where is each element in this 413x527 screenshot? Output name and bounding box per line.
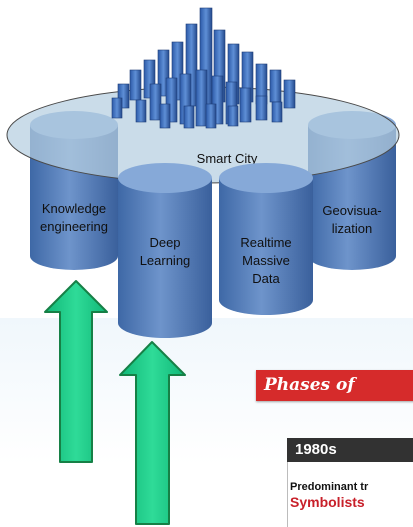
pillar-realtime-label-line2: Massive	[242, 253, 290, 268]
phase-title-banner	[256, 370, 413, 401]
smart-city-label: Smart City	[197, 151, 258, 166]
pillar-deep-learning-label-line2: Learning	[140, 253, 191, 268]
pillar-deep-learning-label-line1: Deep	[149, 235, 180, 250]
up-arrow-icon	[44, 280, 108, 463]
city-skyline-bars	[111, 7, 296, 129]
pillar-knowledge-label-line1: Knowledge	[42, 201, 106, 216]
pillar-knowledge-label-line2: engineering	[40, 219, 108, 234]
phase-title: Phases of	[264, 375, 355, 395]
pillar-deep-learning	[118, 163, 212, 338]
pillar-realtime-label-line3: Data	[252, 271, 280, 286]
trend-label: Predominant tr	[290, 481, 369, 493]
decade-label: 1980s	[295, 441, 337, 458]
pillar-realtime-label-line1: Realtime	[240, 235, 291, 250]
pillar-geovisualization-label-line1: Geovisua-	[322, 203, 381, 218]
trend-value: Symbolists	[290, 494, 365, 510]
pillar-geovisualization-label-line2: lization	[332, 221, 372, 236]
decade-card	[287, 462, 413, 527]
up-arrow-icon	[119, 341, 186, 525]
pillar-realtime-massive-data	[219, 163, 313, 315]
decade-header	[287, 438, 413, 462]
